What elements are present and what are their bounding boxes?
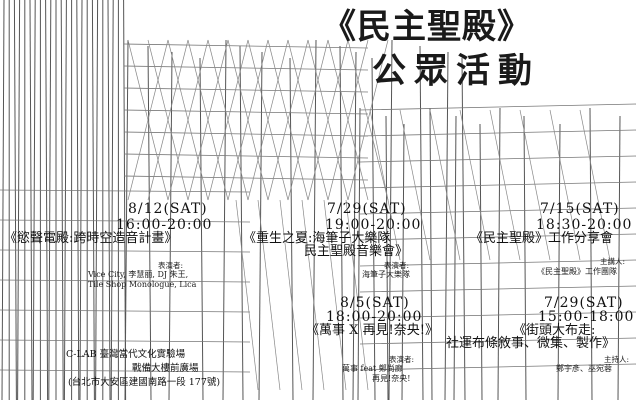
- title-line-2: 公眾活動: [372, 51, 540, 91]
- event-name: 社運布條敘事、微集、製作》: [446, 336, 616, 351]
- event-name: 《萬事 X 再見!奈央!》: [306, 323, 438, 338]
- event-date: 8/12(SAT): [128, 201, 208, 217]
- event-people: 鄭宇彥、巫宛蓉: [556, 364, 612, 373]
- event-people: 再見!奈央!: [372, 374, 411, 383]
- title-line-1: 《民主聖殿》: [322, 7, 532, 47]
- event-people: 《民主聖殿》工作團隊: [537, 267, 617, 276]
- event-time: 18:30-20:00: [536, 217, 633, 233]
- event-name: 《慾聲電殿:跨時空造音計畫》: [4, 231, 178, 246]
- venue-line: 戰備大樓前廣場: [132, 363, 199, 374]
- event-people: 萬事 feat 鄭尚廊: [342, 364, 403, 373]
- event-time: 15:00-18:00: [538, 309, 635, 325]
- event-role-label: 主持人:: [604, 355, 630, 364]
- event-name: 《民主聖殿》工作分享會: [470, 231, 614, 246]
- venue-line: (台北市大安區建國南路一段 177號): [68, 377, 221, 388]
- event-people: Tile Shop Monologue, Lica: [88, 280, 197, 289]
- event-date: 7/29(SAT): [327, 201, 407, 217]
- event-name: 《街頭大布走:: [513, 323, 596, 338]
- event-role-label: 表演者:: [384, 261, 410, 270]
- event-role-label: 表演者:: [158, 261, 184, 270]
- event-date: 7/29(SAT): [544, 295, 624, 311]
- event-time: 19:00-20:00: [325, 217, 422, 233]
- event-role-label: 表演者:: [389, 355, 415, 364]
- event-role-label: 主講人:: [600, 257, 626, 266]
- event-date: 7/15(SAT): [540, 201, 620, 217]
- event-people: Vice City, 李慧丽, DJ 朱王,: [88, 270, 189, 279]
- event-time: 16:00-20:00: [116, 217, 213, 233]
- event-people: 海筆子大樂隊: [362, 270, 410, 279]
- venue-line: C-LAB 臺灣當代文化實驗場: [66, 349, 186, 360]
- event-date: 8/5(SAT): [340, 295, 410, 311]
- event-name: 《重生之夏:海筆子大樂隊: [243, 231, 391, 246]
- event-name: 民主聖殿音樂會》: [304, 244, 409, 259]
- event-time: 18:00-20:00: [326, 309, 423, 325]
